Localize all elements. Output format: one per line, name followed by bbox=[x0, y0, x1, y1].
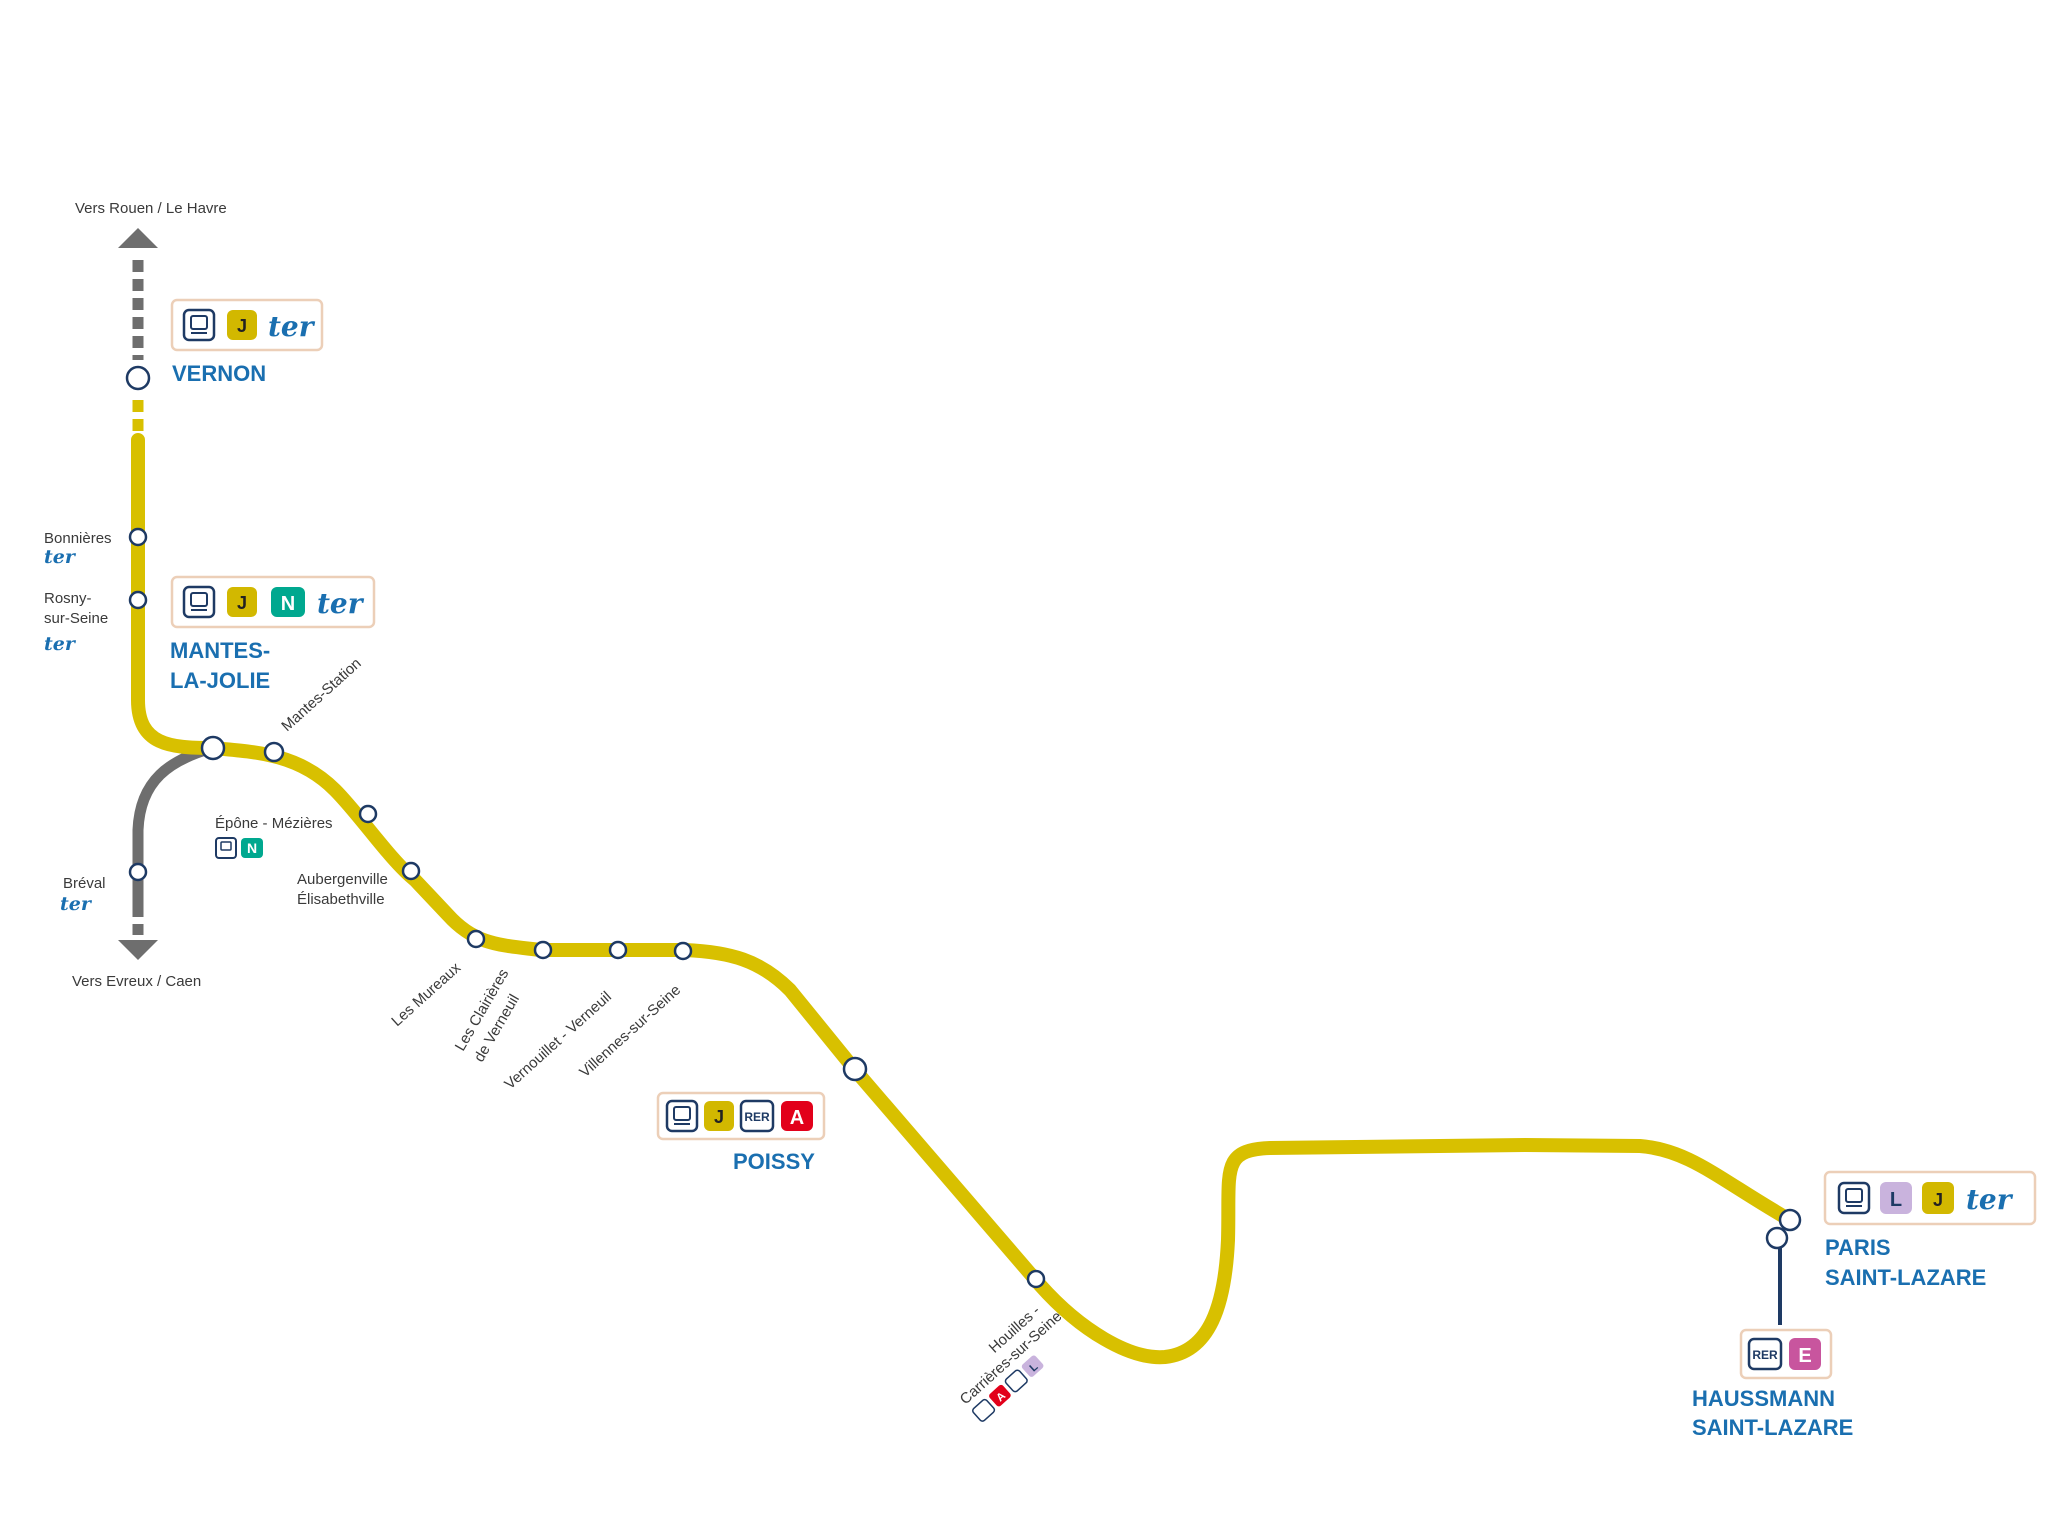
station-villennes-dot[interactable] bbox=[673, 941, 693, 961]
direction-south-label: Vers Evreux / Caen bbox=[72, 973, 201, 990]
badge-a bbox=[781, 1101, 813, 1131]
station-mantes-label-2: LA-JOLIE bbox=[170, 668, 270, 693]
vernon-connections: J ter bbox=[170, 298, 324, 352]
station-paris-saint-lazare-dot-1[interactable] bbox=[1778, 1208, 1802, 1232]
station-epone-label: Épône - Mézières bbox=[215, 815, 333, 832]
station-les-mureaux-dot[interactable] bbox=[466, 929, 486, 949]
badge-j-label: J bbox=[1933, 1190, 1943, 1210]
epone-connections: N bbox=[215, 837, 263, 859]
ter-logo: ter bbox=[1966, 1183, 2014, 1216]
train-icon bbox=[1837, 1181, 1871, 1215]
badge-e-label: E bbox=[1798, 1345, 1811, 1367]
train-icon-body bbox=[190, 315, 208, 330]
train-icon bbox=[215, 837, 237, 859]
station-rosny-dot[interactable] bbox=[128, 590, 148, 610]
badge-j-label: J bbox=[237, 593, 247, 613]
line-branch-evreux bbox=[132, 742, 214, 905]
station-vernouillet-dot[interactable] bbox=[608, 940, 628, 960]
badge-rer-label: RER bbox=[1752, 1348, 1778, 1362]
badge-l-small bbox=[1021, 1355, 1044, 1377]
line-j-main bbox=[131, 433, 1797, 1365]
badge-l bbox=[1880, 1182, 1912, 1214]
station-mantes-station-label: Mantes-Station bbox=[278, 655, 364, 735]
north-arrow-icon bbox=[118, 228, 158, 248]
train-icon bbox=[665, 1099, 699, 1133]
mantes-connections: J N ter bbox=[170, 575, 376, 629]
ter-logo: ter bbox=[317, 587, 365, 620]
station-bonnieres-dot[interactable] bbox=[128, 527, 148, 547]
badge-j bbox=[227, 587, 257, 617]
station-vernon-label: VERNON bbox=[172, 361, 266, 386]
badge-a-label: A bbox=[790, 1107, 804, 1129]
station-haussmann-label-1: HAUSSMANN bbox=[1692, 1386, 1835, 1411]
station-mantes-la-jolie-dot[interactable] bbox=[200, 735, 226, 761]
poissy-connections: J RER A bbox=[656, 1091, 826, 1141]
badge-l-label: L bbox=[1890, 1189, 1902, 1211]
badge-a-small bbox=[989, 1384, 1011, 1407]
badge-rer-small bbox=[972, 1398, 996, 1422]
ter-logo-bonnieres: ter bbox=[44, 546, 77, 568]
badge-rer bbox=[1747, 1337, 1783, 1371]
station-rosny-label-2: sur-Seine bbox=[44, 610, 108, 627]
station-villennes-label: Villennes-sur-Seine bbox=[576, 981, 684, 1080]
ter-logo-breval: ter bbox=[60, 893, 93, 915]
station-bonnieres-label: Bonnières bbox=[44, 530, 112, 547]
train-icon bbox=[1004, 1369, 1028, 1393]
south-arrow-icon bbox=[118, 940, 158, 960]
badge-n bbox=[271, 587, 305, 617]
badge-rer-label: RER bbox=[744, 1110, 770, 1124]
badge-j bbox=[704, 1101, 734, 1131]
station-breval-label: Bréval bbox=[63, 875, 106, 892]
direction-north-label: Vers Rouen / Le Havre bbox=[75, 200, 227, 217]
station-rosny-label-1: Rosny- bbox=[44, 590, 92, 607]
badge-n-label: N bbox=[281, 593, 295, 615]
badge-j bbox=[227, 310, 257, 340]
haussmann-connections: RER E bbox=[1739, 1328, 1833, 1380]
badge-j-label: J bbox=[237, 316, 247, 336]
station-paris-label-2: SAINT-LAZARE bbox=[1825, 1265, 1986, 1290]
station-vernon-dot[interactable] bbox=[125, 365, 151, 391]
station-les-mureaux-label: Les Mureaux bbox=[388, 959, 464, 1030]
badge-j bbox=[1922, 1182, 1954, 1214]
badge-j-label: J bbox=[714, 1107, 724, 1127]
badge-rer bbox=[739, 1099, 775, 1133]
badge-n-label: N bbox=[247, 840, 257, 856]
station-aubergenville-dot[interactable] bbox=[401, 861, 421, 881]
station-epone-dot[interactable] bbox=[358, 804, 378, 824]
ter-logo-rosny: ter bbox=[44, 633, 77, 655]
station-poissy-label: POISSY bbox=[733, 1149, 815, 1174]
paris-saint-lazare-connections: L J ter bbox=[1823, 1170, 2037, 1226]
station-poissy-dot[interactable] bbox=[842, 1056, 868, 1082]
badge-e bbox=[1789, 1338, 1821, 1370]
station-aubergenville-label-1: Aubergenville bbox=[297, 871, 388, 888]
station-mantes-label-1: MANTES- bbox=[170, 638, 270, 663]
ter-logo: ter bbox=[268, 310, 316, 343]
houilles-group: Houilles - Carrières-sur-Seine A L bbox=[957, 1302, 1065, 1422]
train-icon bbox=[182, 585, 216, 619]
badge-n bbox=[241, 838, 263, 858]
train-icon bbox=[182, 308, 216, 342]
station-mantes-station-dot[interactable] bbox=[263, 741, 285, 763]
station-clairieres-dot[interactable] bbox=[533, 940, 553, 960]
station-paris-label-1: PARIS bbox=[1825, 1235, 1891, 1260]
station-aubergenville-label-2: Élisabethville bbox=[297, 891, 385, 908]
station-haussmann-label-2: SAINT-LAZARE bbox=[1692, 1415, 1853, 1440]
station-houilles-dot[interactable] bbox=[1026, 1269, 1046, 1289]
station-breval-dot[interactable] bbox=[128, 862, 148, 882]
station-paris-saint-lazare-dot-2[interactable] bbox=[1765, 1226, 1789, 1250]
